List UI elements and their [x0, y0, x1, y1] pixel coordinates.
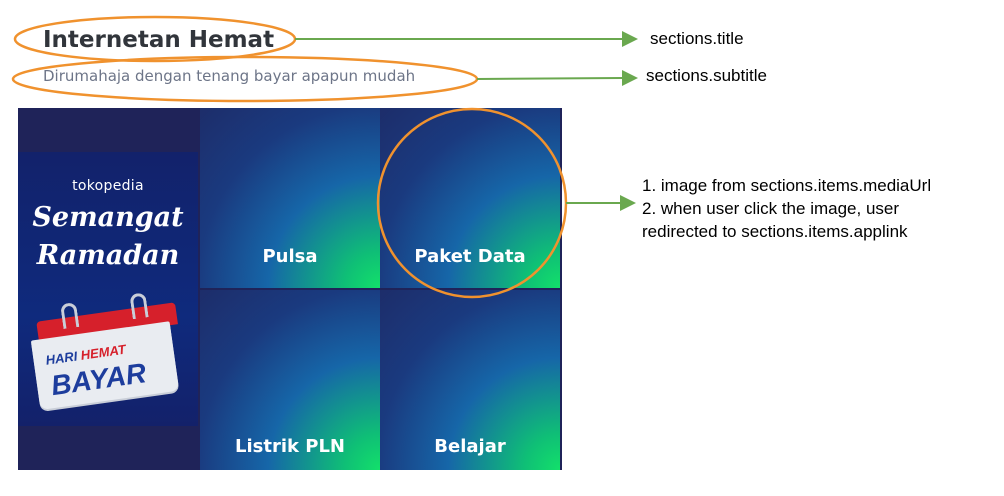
tile-paket-data[interactable]: Paket Data [380, 108, 560, 288]
tile-label: Listrik PLN [235, 436, 345, 457]
tile-highlight-circle [376, 107, 568, 299]
subtitle-arrow-line [476, 77, 623, 80]
promo-brand: tokopedia [72, 178, 144, 194]
subtitle-field-label: sections.subtitle [646, 66, 767, 85]
banner-grid: tokopedia Semangat Ramadan HARI HEMAT BA… [18, 108, 562, 470]
tile-pulsa[interactable]: Pulsa [200, 108, 380, 288]
tile-arrow-head [620, 195, 636, 211]
note-line: 1. image from sections.items.mediaUrl [642, 176, 932, 195]
subtitle-highlight-oval [11, 55, 479, 103]
title-field-label: sections.title [650, 29, 744, 48]
section-subtitle: Dirumahaja dengan tenang bayar apapun mu… [43, 67, 416, 85]
promo-line1: Semangat [32, 202, 184, 233]
tile-listrik-pln[interactable]: Listrik PLN [200, 290, 380, 470]
section-title: Internetan Hemat [43, 27, 275, 53]
note-line: 2. when user click the image, user [642, 199, 900, 218]
note-line: redirected to sections.items.applink [642, 222, 908, 241]
tile-label: Paket Data [414, 246, 526, 267]
tile-label: Pulsa [262, 246, 318, 267]
tile-belajar[interactable]: Belajar [380, 290, 560, 470]
subtitle-arrow-head [622, 70, 638, 86]
promo-line2: Ramadan [36, 240, 180, 271]
title-highlight-oval [13, 15, 297, 63]
promo-banner[interactable]: tokopedia Semangat Ramadan HARI HEMAT BA… [18, 152, 198, 426]
tile-behavior-note: 1. image from sections.items.mediaUrl 2.… [642, 174, 992, 243]
title-arrow-head [622, 31, 638, 47]
tile-label: Belajar [434, 436, 506, 457]
